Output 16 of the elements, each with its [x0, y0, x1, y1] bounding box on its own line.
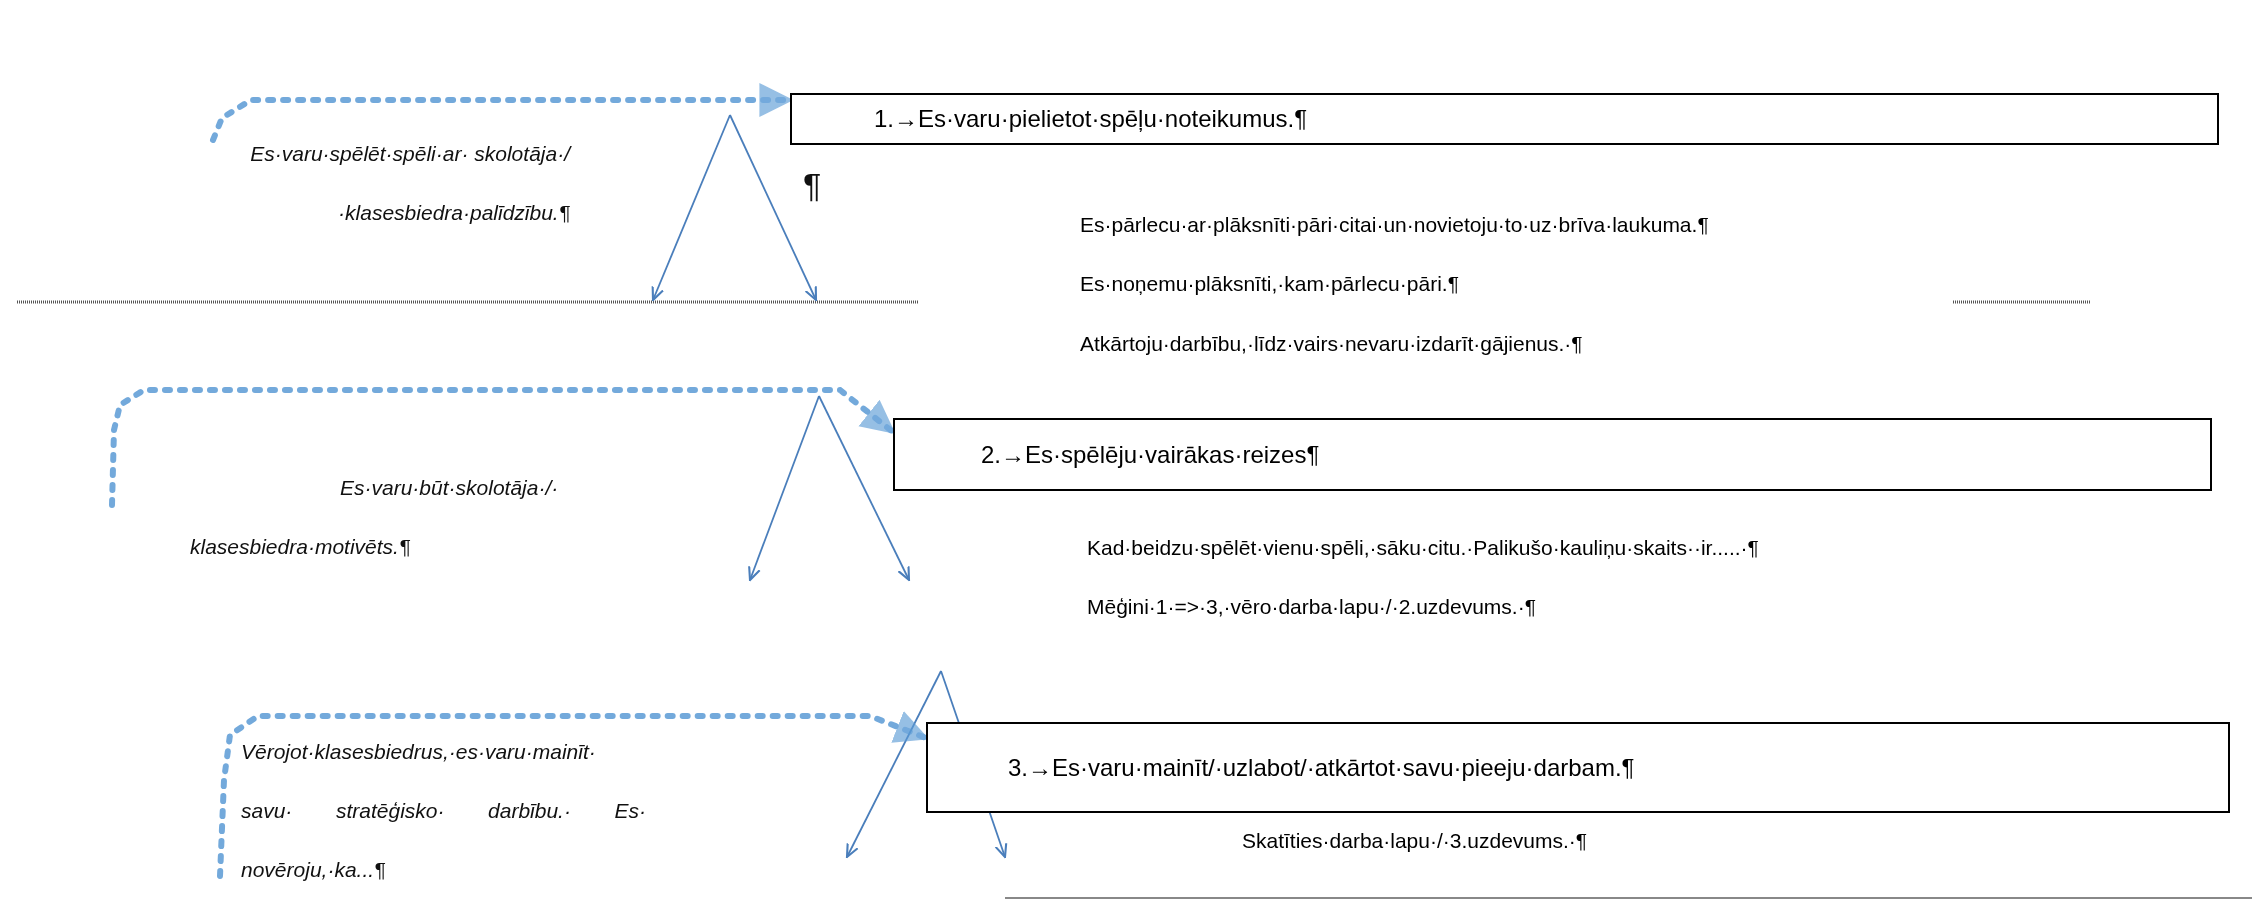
step-detail: Skatīties·darba·lapu·/·3.uzdevums.·¶: [1242, 830, 1588, 851]
step-detail: Es·noņemu·plāksnīti,·kam·pārlecu·pāri.¶: [1080, 273, 1459, 294]
step-box: [926, 722, 2230, 813]
step-title: 2.→Es·spēlēju·vairākas·reizes¶: [981, 442, 1320, 467]
step-detail: Atkārtoju·darbību,·līdz·vairs·nevaru·izdarīt·gājienus.·¶: [1080, 333, 1583, 354]
step-box: [790, 93, 2219, 145]
note-text: Vērojot·klasesbiedrus,·es·varu·mainīt· savu· stratēģisko· darbību.· Es· novēroju,·ka...¶: [241, 739, 646, 883]
step-title: 3.→Es·varu·mainīt/·uzlabot/·atkārtot·savu·pieeju·darbam.¶: [1008, 755, 1635, 780]
note-text: Es·varu·būt·skolotāja·/· klasesbiedra·motivēts.¶: [190, 475, 560, 560]
note-text: Es·varu·spēlēt·spēli·ar· skolotāja·/·klasesbiedra·palīdzību.¶: [249, 141, 570, 226]
step-box: [893, 418, 2212, 491]
step-detail: Mēģini·1·=>·3,·vēro·darba·lapu·/·2.uzdevums.·¶: [1087, 596, 1536, 617]
step-title: 1.→Es·varu·pielietot·spēļu·noteikumus.¶: [874, 107, 1308, 131]
paragraph-mark: ¶: [803, 168, 823, 202]
step-detail: Kad·beidzu·spēlēt·vienu·spēli,·sāku·citu.·Palikušo·kauliņu·skaits··ir.....·¶: [1087, 537, 1759, 558]
step-detail: Es·pārlecu·ar·plāksnīti·pāri·citai·un·novietoju·to·uz·brīva·laukuma.¶: [1080, 214, 1709, 235]
